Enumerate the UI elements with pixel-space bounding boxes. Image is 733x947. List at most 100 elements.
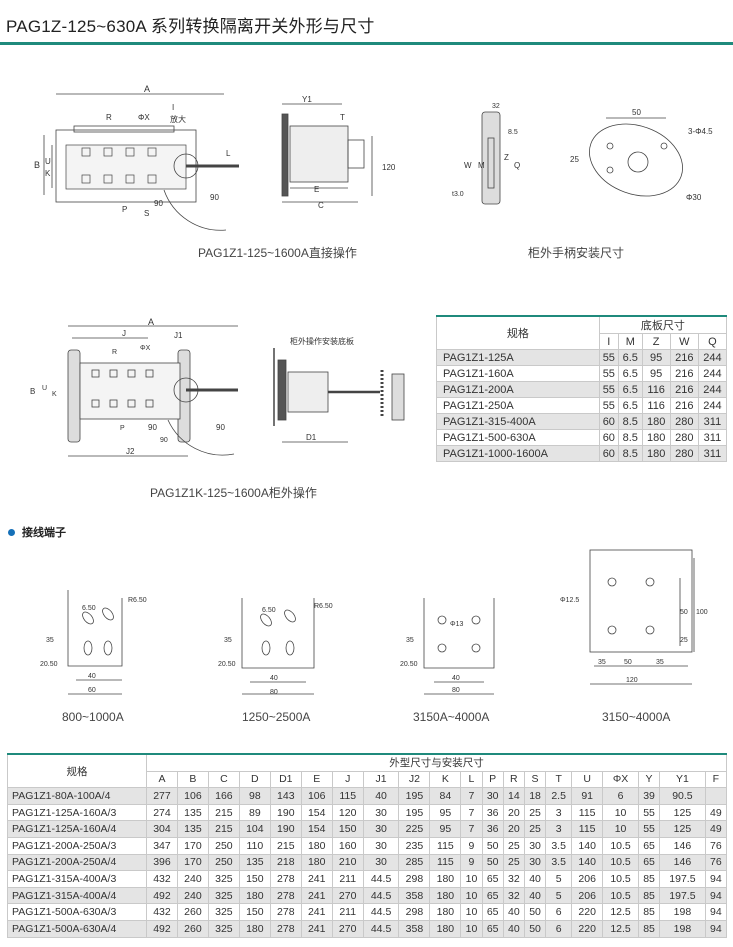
table-cell: 60 bbox=[598, 413, 619, 430]
table-cell: 65 bbox=[481, 886, 504, 905]
table-cell: 358 bbox=[398, 886, 431, 905]
table-cell: 235 bbox=[398, 836, 431, 855]
table-cell: 60 bbox=[598, 445, 619, 462]
table-cell: 216 bbox=[669, 381, 699, 398]
dim-q: Q bbox=[514, 161, 520, 170]
table-cell: 244 bbox=[697, 349, 728, 366]
table-cell: 85 bbox=[637, 870, 661, 888]
table-cell: 40 bbox=[523, 870, 547, 888]
t4-120: 120 bbox=[626, 677, 638, 684]
table-cell: 84 bbox=[429, 787, 462, 805]
table-cell: 195 bbox=[398, 787, 431, 805]
table-cell: 95 bbox=[429, 820, 462, 838]
table-cell: 325 bbox=[207, 886, 240, 905]
dim-50: 50 bbox=[632, 108, 641, 117]
dim-e: E bbox=[314, 185, 319, 194]
table-cell: 55 bbox=[637, 820, 661, 838]
dim-j1: J1 bbox=[174, 331, 183, 340]
table-cell: 3 bbox=[545, 803, 573, 822]
dim-b: B bbox=[34, 160, 40, 170]
table-cell: 25 bbox=[502, 836, 525, 855]
dim-col-header: F bbox=[704, 770, 728, 789]
table-cell: 215 bbox=[269, 836, 302, 855]
dim-col-header: J bbox=[331, 770, 364, 789]
table-cell: 218 bbox=[269, 853, 302, 872]
dim-d2: 90 bbox=[160, 437, 168, 444]
table-cell: 311 bbox=[697, 413, 728, 430]
table-cell: 244 bbox=[697, 381, 728, 398]
t1-2050: 20.50 bbox=[40, 661, 58, 668]
panel-label: 柜外操作安装底板 bbox=[290, 336, 354, 346]
table-cell: 311 bbox=[697, 429, 728, 446]
table-cell: 216 bbox=[669, 365, 699, 382]
table-cell: 94 bbox=[704, 886, 728, 905]
table-cell: 280 bbox=[669, 413, 699, 430]
row-model: PAG1Z1-315-400A bbox=[436, 413, 600, 430]
table-cell: 106 bbox=[300, 787, 333, 805]
t2-d650: 6.50 bbox=[262, 607, 276, 614]
base-col-header: I bbox=[598, 333, 619, 350]
t1-r650: R6.50 bbox=[128, 597, 147, 604]
table-cell: 347 bbox=[146, 836, 178, 855]
table-cell: 10.5 bbox=[602, 886, 639, 905]
table-cell: 140 bbox=[571, 853, 604, 872]
table-cell: 94 bbox=[704, 919, 728, 938]
t4-50b: 50 bbox=[624, 659, 632, 666]
table-cell: 116 bbox=[641, 397, 671, 414]
t3-phi13: Φ13 bbox=[450, 621, 463, 628]
table-cell: 270 bbox=[331, 886, 364, 905]
t2-2050: 20.50 bbox=[218, 661, 236, 668]
dim-col-header: D1 bbox=[269, 770, 302, 789]
table-cell: 89 bbox=[238, 803, 271, 822]
row-model: PAG1Z1-250A bbox=[436, 397, 600, 414]
dim-a: A bbox=[144, 84, 150, 94]
table-cell: 6.5 bbox=[617, 365, 643, 382]
table-cell: 49 bbox=[704, 820, 728, 838]
table-cell: 30 bbox=[523, 853, 547, 872]
dim-m: M bbox=[478, 161, 485, 170]
row-model: PAG1Z1-80A-100A/4 bbox=[7, 787, 147, 805]
table-cell: 7 bbox=[460, 803, 483, 822]
dim-120: 120 bbox=[382, 163, 396, 172]
table-cell: 10 bbox=[460, 886, 483, 905]
table-cell: 150 bbox=[238, 870, 271, 888]
table-cell: 3.5 bbox=[545, 853, 573, 872]
table-cell: 32 bbox=[502, 886, 525, 905]
table-cell: 30 bbox=[523, 836, 547, 855]
table-cell: 146 bbox=[659, 836, 706, 855]
table-cell: 50 bbox=[523, 919, 547, 938]
table-cell: 154 bbox=[300, 820, 333, 838]
dim-y1: Y1 bbox=[302, 96, 312, 104]
t2-80: 80 bbox=[270, 689, 278, 696]
table-cell: 6 bbox=[545, 903, 573, 921]
table-cell: 6 bbox=[602, 787, 639, 805]
dim-u2: U bbox=[42, 385, 47, 392]
table-cell: 8.5 bbox=[617, 413, 643, 430]
dim-col-header: ΦX bbox=[602, 770, 639, 789]
table-cell: 250 bbox=[207, 853, 240, 872]
table-cell: 240 bbox=[176, 870, 209, 888]
table-cell bbox=[704, 787, 728, 805]
table-cell: 90.5 bbox=[659, 787, 706, 805]
dim-c: C bbox=[318, 201, 324, 210]
row-model: PAG1Z1-125A-160A/3 bbox=[7, 803, 147, 822]
table-cell: 10 bbox=[460, 870, 483, 888]
table-cell: 9 bbox=[460, 853, 483, 872]
terminal-3150-4000-b-drawing: Φ12.5 50 25 100 35 50 35 120 bbox=[560, 548, 710, 698]
row-model: PAG1Z1-315A-400A/3 bbox=[7, 870, 147, 888]
table-cell: 25 bbox=[523, 803, 547, 822]
t2-35: 35 bbox=[224, 637, 232, 644]
dim-j2: J2 bbox=[126, 447, 135, 456]
dim-90d: 90 bbox=[216, 423, 225, 432]
table-cell: 304 bbox=[146, 820, 178, 838]
table-cell: 10.5 bbox=[602, 853, 639, 872]
table-cell: 6.5 bbox=[617, 349, 643, 366]
table-cell: 198 bbox=[659, 919, 706, 938]
